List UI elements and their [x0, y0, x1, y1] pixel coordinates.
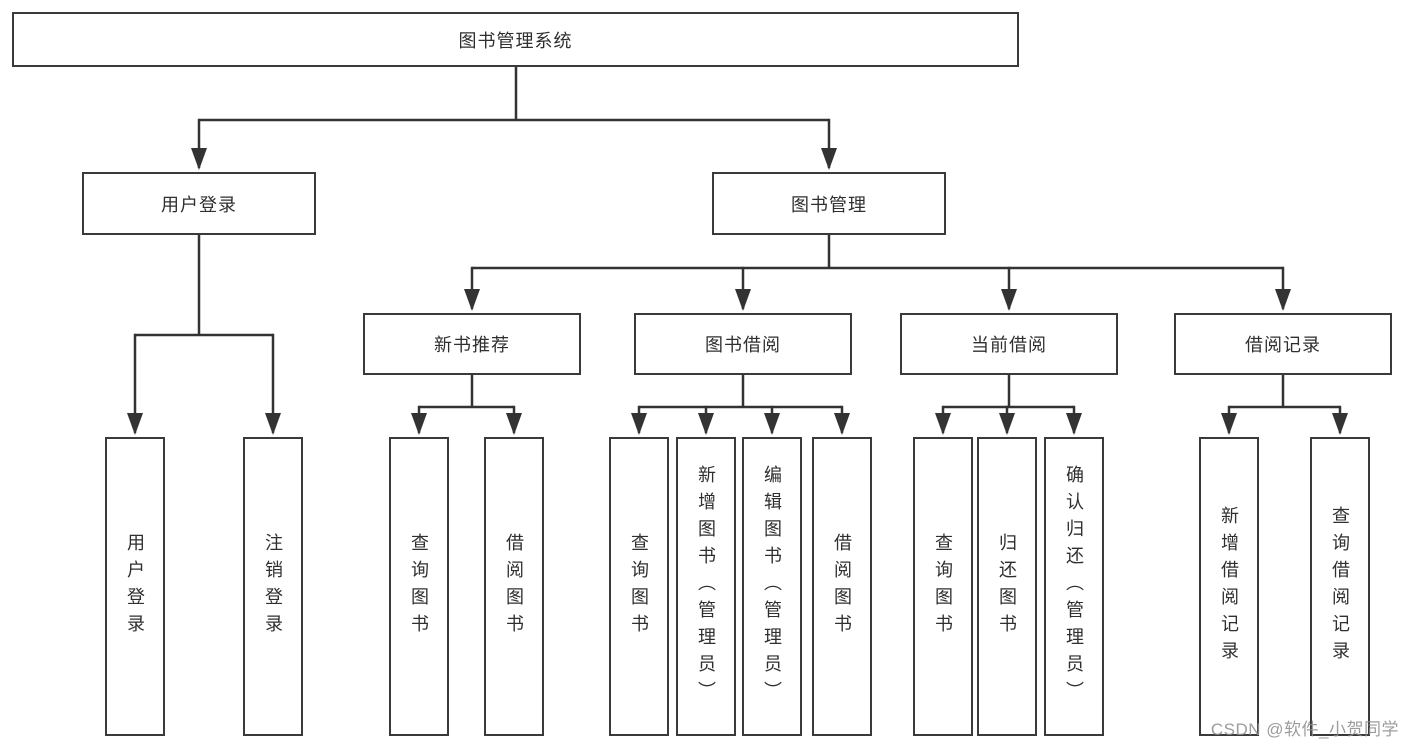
leaf-query-books-recommend: 查询图书: [389, 437, 449, 736]
node-user-login: 用户登录: [82, 172, 316, 235]
node-label: 图书管理系统: [458, 30, 573, 51]
node-book-management: 图书管理: [712, 172, 946, 235]
leaf-user-login: 用户登录: [105, 437, 165, 736]
leaf-return-books: 归还图书: [977, 437, 1037, 736]
leaf-label: 编辑图书（管理员）: [762, 465, 782, 708]
csdn-watermark: CSDN @软件_小贺同学: [1210, 720, 1399, 739]
leaf-label: 查询图书: [409, 532, 429, 641]
leaf-borrow-books-recommend: 借阅图书: [484, 437, 544, 736]
leaf-add-borrow-record: 新增借阅记录: [1199, 437, 1259, 736]
leaf-label: 借阅图书: [504, 532, 524, 641]
leaf-query-borrow-record: 查询借阅记录: [1310, 437, 1370, 736]
leaf-edit-books-admin: 编辑图书（管理员）: [742, 437, 802, 736]
node-new-book-recommend: 新书推荐: [363, 313, 581, 375]
leaf-label: 注销登录: [263, 532, 283, 641]
leaf-label: 借阅图书: [832, 532, 852, 641]
leaf-label: 用户登录: [125, 532, 145, 641]
leaf-query-books-borrowing: 查询图书: [609, 437, 669, 736]
node-label: 当前借阅: [971, 335, 1047, 355]
node-label: 借阅记录: [1245, 335, 1321, 355]
leaf-confirm-return-admin: 确认归还（管理员）: [1044, 437, 1104, 736]
leaf-borrow-books: 借阅图书: [812, 437, 872, 736]
leaf-label: 归还图书: [997, 532, 1017, 641]
leaf-label: 查询图书: [629, 532, 649, 641]
node-label: 新书推荐: [434, 335, 510, 355]
leaf-label: 新增图书（管理员）: [696, 465, 716, 708]
leaf-add-books-admin: 新增图书（管理员）: [676, 437, 736, 736]
node-library-management-system: 图书管理系统: [12, 12, 1019, 67]
node-current-borrowing: 当前借阅: [900, 313, 1118, 375]
leaf-query-books-current: 查询图书: [913, 437, 973, 736]
node-book-borrowing: 图书借阅: [634, 313, 852, 375]
node-label: 用户登录: [161, 194, 237, 215]
node-borrowing-records: 借阅记录: [1174, 313, 1392, 375]
node-label: 图书管理: [791, 194, 867, 215]
node-label: 图书借阅: [705, 335, 781, 355]
leaf-label: 查询图书: [933, 532, 953, 641]
leaf-logout: 注销登录: [243, 437, 303, 736]
leaf-label: 新增借阅记录: [1219, 505, 1239, 668]
leaf-label: 确认归还（管理员）: [1064, 465, 1084, 708]
leaf-label: 查询借阅记录: [1330, 505, 1350, 668]
